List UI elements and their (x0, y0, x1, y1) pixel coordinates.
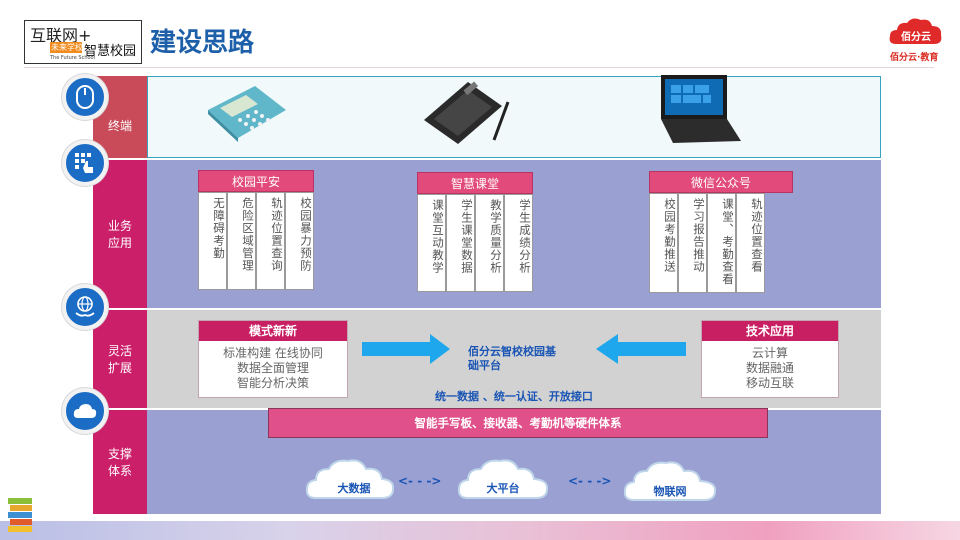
brand-cloud-text: 佰分云 (901, 30, 931, 43)
mode-box-title: 模式新新 (199, 321, 347, 341)
app-item: 轨迹位置查看 (736, 193, 765, 293)
cloud-shape (457, 459, 549, 499)
writing-pad-device (424, 81, 510, 144)
hardware-system-bar: 智能手写板、接收器、考勤机等硬件体系 (268, 408, 768, 438)
row-label-business: 业务 应用 (93, 160, 147, 308)
card-reader-device (208, 86, 286, 142)
cloud-label-iot: 物联网 (653, 485, 687, 498)
unified-interface-text: 统一数据 、统一认证、开放接口 (435, 390, 593, 403)
brand-text: 佰分云·教育 (890, 53, 939, 63)
row-label-text: 支撑 体系 (107, 447, 132, 478)
row-label-text: 灵活 扩展 (107, 344, 132, 375)
mode-box: 模式新新 标准构建 在线协同 数据全面管理 智能分析决策 (198, 320, 348, 398)
logo-tag-badge (50, 42, 82, 53)
tech-box: 技术应用 云计算 数据融通 移动互联 (701, 320, 839, 398)
left-arrow-icon (596, 334, 686, 364)
logo-line2: 智慧校园 (84, 44, 137, 59)
mode-box-line: 标准构建 在线协同 (223, 346, 323, 360)
app-group-header: 智慧课堂 (417, 172, 533, 194)
app-item: 学生成绩分析 (504, 194, 533, 292)
tech-box-line: 云计算 (751, 346, 788, 360)
row-label-terminal: 终端 (93, 76, 147, 158)
app-item: 教学质量分析 (475, 194, 504, 292)
logo-box (24, 20, 142, 64)
app-item: 校园考勤推送 (649, 193, 678, 293)
double-arrow-icon: <- - -> (398, 474, 442, 488)
app-item: 无障碍考勤 (198, 192, 227, 290)
platform-title-line2: 础平台 (468, 359, 501, 372)
cloud-label-bigdata: 大数据 (337, 482, 371, 495)
app-item: 轨迹位置查询 (256, 192, 285, 290)
touch-keypad-icon (62, 140, 108, 186)
tablet-device (661, 75, 741, 143)
cloud-icon (62, 388, 108, 434)
logo-line1: 互联网+ (30, 26, 92, 45)
app-item: 学生课堂数据 (446, 194, 475, 292)
row-label-text: 终端 (107, 118, 132, 133)
app-item: 校园暴力预防 (285, 192, 314, 290)
app-item: 危险区域管理 (227, 192, 256, 290)
brand-cloud-logo: 佰分云 (889, 18, 942, 44)
double-arrow-icon: <- - -> (568, 474, 612, 488)
mode-box-line: 智能分析决策 (236, 376, 309, 390)
books-stack-icon (8, 498, 32, 532)
logo-tag-text: 未来学校 (51, 43, 83, 52)
mode-box-line: 数据全面管理 (236, 361, 309, 375)
page-title: 建设思路 (150, 28, 255, 58)
row-label-text: 业务 应用 (107, 219, 132, 250)
bottom-gradient-stripe (0, 521, 960, 540)
tech-box-title: 技术应用 (702, 321, 838, 341)
app-item: 学习报告推动 (678, 193, 707, 293)
header-divider (24, 67, 934, 68)
tech-box-line: 数据融通 (745, 361, 794, 375)
cloud-shape (623, 461, 717, 501)
app-group-header: 校园平安 (198, 170, 314, 192)
app-item: 课堂互动教学 (417, 194, 446, 292)
platform-title-line1: 佰分云智校校园基 (468, 345, 556, 358)
logo-subtitle: The Future School (50, 55, 95, 61)
mouse-icon (62, 74, 108, 120)
tech-box-line: 移动互联 (745, 376, 794, 390)
row-label-flex: 灵活 扩展 (93, 310, 147, 408)
cloud-shape (305, 459, 395, 499)
right-arrow-icon (362, 334, 450, 364)
globe-hand-icon (62, 284, 108, 330)
cloud-label-platform: 大平台 (486, 482, 520, 495)
row-label-support: 支撑 体系 (93, 410, 147, 514)
app-group-header: 微信公众号 (649, 171, 793, 193)
app-item: 课堂、考勤查看 (707, 193, 736, 293)
